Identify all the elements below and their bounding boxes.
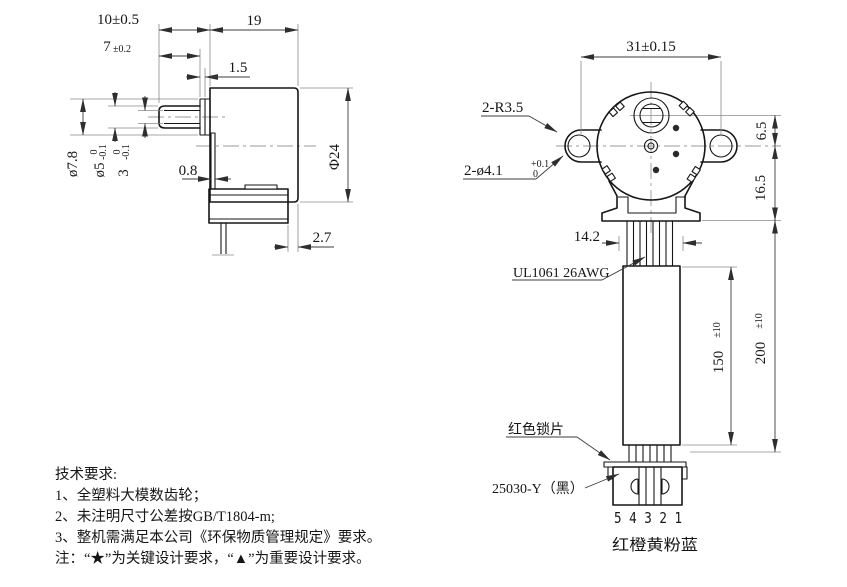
- wire-bundle-bottom: [628, 445, 672, 462]
- dim-hole-span-text: 31±0.15: [626, 39, 675, 55]
- dim-depth-text: 19: [247, 13, 262, 29]
- side-view: 10±0.5 19 7 ±0.2 1.5 ø7.8 ø5 0 -0.1 3 0 …: [65, 12, 353, 256]
- dim-exit-width-text: 14.2: [574, 229, 600, 245]
- dim-flat-width-lower: -0.1: [121, 144, 132, 160]
- crimp-tab-top-left: [608, 101, 625, 118]
- connector-body: [612, 466, 683, 506]
- ear-radius-label: 2-R3.5: [482, 100, 523, 116]
- crimp-tab-top-right: [678, 100, 695, 117]
- wire-exit-skirt-outer: [601, 180, 701, 222]
- dim-shaft-length-text: 10±0.5: [97, 12, 139, 28]
- technical-notes: 技术要求: 1、全塑料大模数齿轮； 2、未注明尺寸公差按GB/T1804-m; …: [55, 466, 381, 567]
- wire-spec-label: UL1061 26AWG: [513, 266, 609, 281]
- rivet-dot-3: [652, 166, 660, 174]
- mount-hole-right: [709, 134, 733, 158]
- front-view: 5 4 3 2 1 红橙黄粉蓝 31±0: [463, 39, 781, 554]
- lock-piece-label: 红色锁片: [508, 421, 564, 438]
- rivet-dot-1: [672, 124, 680, 132]
- notes-line-3: 3、整机需满足本公司《环保物质管理规定》要求。: [55, 529, 381, 546]
- wire-exit-skirt-inner: [618, 196, 686, 214]
- wire-sleeve: [622, 265, 681, 446]
- connector-keyway-left: [630, 478, 639, 495]
- dim-sleeve-length-tol: ±10: [712, 322, 723, 338]
- dim-boss-thickness-text: 1.5: [229, 60, 248, 76]
- notes-line-1: 1、全塑料大模数齿轮；: [55, 486, 207, 504]
- dim-flat-length-text: 7: [103, 39, 111, 55]
- center-pivot-inner: [647, 142, 655, 150]
- dim-flat-width-text: 3: [116, 169, 132, 177]
- dim-shaft-dia-upper: 0: [89, 150, 100, 155]
- dim-shaft-offset-text: 6.5: [754, 122, 770, 141]
- notes-line-4: 注：“★”为关键设计要求，“▲”为重要设计要求。: [55, 550, 371, 567]
- mount-hole-left: [567, 134, 591, 158]
- dim-flat-length-tol: ±0.2: [113, 44, 131, 55]
- dim-lead-length-text: 200: [753, 342, 769, 365]
- motor-body-front: [596, 91, 706, 201]
- crimp-tab-bottom-left: [601, 165, 616, 183]
- dim-lead-length-tol: ±10: [754, 313, 765, 329]
- dim-housing-offset-text: 2.7: [313, 230, 332, 246]
- center-pivot-outer: [643, 138, 659, 154]
- wire-housing-side: [208, 188, 289, 224]
- wire-bundle-top: [626, 221, 674, 266]
- mount-ear-left: [564, 129, 602, 163]
- output-shaft-side: [158, 105, 201, 129]
- housing-tab: [244, 184, 278, 190]
- mount-hole-upper: +0.1: [531, 159, 549, 170]
- connector-label: 25030-Y（黑）: [492, 481, 584, 497]
- pin-numbers: 5 4 3 2 1: [614, 509, 682, 527]
- connector-center-block: [638, 466, 662, 506]
- mounting-flange-side: [210, 132, 216, 190]
- mount-hole-label: 2-ø4.1: [464, 163, 503, 179]
- dim-flange-thickness-text: 0.8: [179, 163, 198, 179]
- motor-body-side: [209, 87, 299, 203]
- mount-ear-right: [700, 129, 738, 163]
- dim-center-to-exit-text: 16.5: [753, 175, 769, 201]
- mount-hole-lower: 0: [533, 169, 538, 180]
- dim-flat-width-upper: 0: [112, 150, 123, 155]
- leader-lines: [463, 115, 646, 489]
- dim-boss-dia-text: ø7.8: [65, 151, 81, 177]
- connector-keyway-right: [661, 478, 670, 495]
- shaft-boss-front: [633, 97, 670, 134]
- lead-wires-side: [212, 223, 234, 256]
- dim-sleeve-length-text: 150: [711, 351, 727, 374]
- dim-shaft-dia-text: ø5: [92, 163, 108, 178]
- dim-body-dia-text: Φ24: [327, 144, 343, 170]
- connector: [607, 466, 688, 506]
- notes-title: 技术要求:: [55, 466, 117, 483]
- shaft-front: [639, 103, 664, 128]
- rivet-dot-2: [672, 150, 680, 158]
- wire-colors-label: 红橙黄粉蓝: [612, 536, 698, 554]
- dim-shaft-dia-lower: -0.1: [98, 144, 109, 160]
- notes-line-2: 2、未注明尺寸公差按GB/T1804-m;: [55, 508, 275, 525]
- crimp-tab-bottom-right: [686, 165, 701, 183]
